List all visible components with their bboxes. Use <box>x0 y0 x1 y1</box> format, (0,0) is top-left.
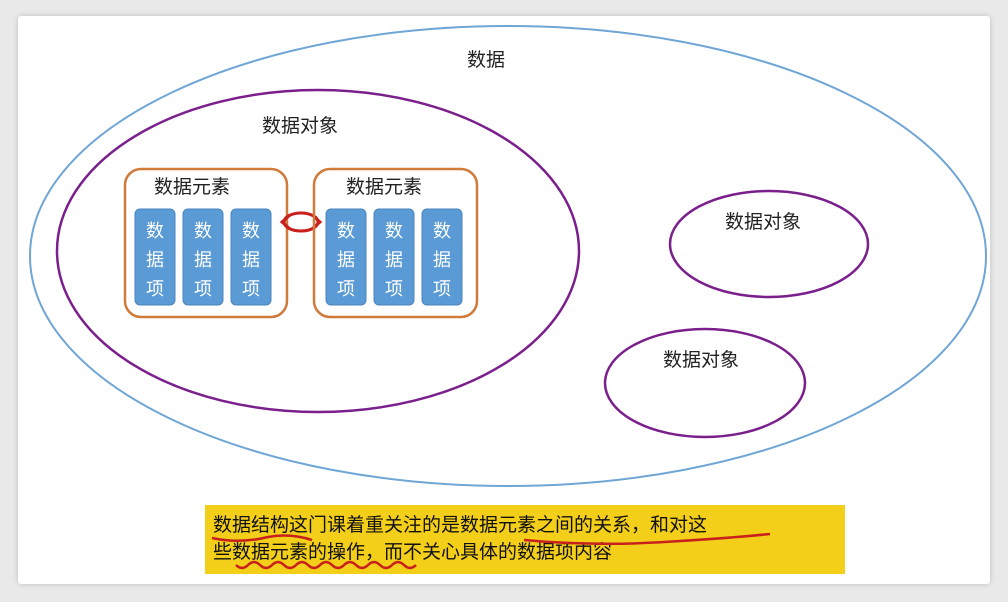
data-hierarchy-diagram: 数据 数据对象 数据元素 数 据 项 数 据 项 数 据 项 <box>29 25 987 487</box>
data-item-text: 项 <box>385 279 403 300</box>
data-item-text: 据 <box>433 250 451 271</box>
data-item-text: 数 <box>337 221 355 242</box>
data-item-text: 数 <box>433 221 451 242</box>
data-object-ellipse-right <box>668 189 870 299</box>
slide-frame: 数据 数据对象 数据元素 数 据 项 数 据 项 数 据 项 <box>18 16 990 584</box>
note-text-2: 这门课着重关注的是 <box>289 514 461 536</box>
data-object-ellipse-lower <box>603 327 807 439</box>
note-text-7: ，而不关心具体的数据项内容 <box>365 541 613 563</box>
data-item-text: 据 <box>337 250 355 271</box>
note-text-3: 数据元素之间的关系 <box>460 514 632 536</box>
data-element-right: 数据元素 数 据 项 数 据 项 数 据 项 <box>312 167 479 319</box>
data-object-label-right: 数据对象 <box>725 211 801 233</box>
data-item-text: 项 <box>433 279 451 300</box>
data-item-text: 项 <box>337 279 355 300</box>
data-item-text: 据 <box>194 250 212 271</box>
data-item-text: 数 <box>385 221 403 242</box>
data-item-text: 项 <box>146 279 164 300</box>
data-item-text: 据 <box>242 250 260 271</box>
data-item-text: 据 <box>385 250 403 271</box>
data-item-text: 数 <box>146 221 164 242</box>
note-text-1: 数据结构 <box>213 514 290 536</box>
data-item-text: 项 <box>194 279 212 300</box>
data-element-label: 数据元素 <box>346 176 422 198</box>
note-text-6: 数据元素的操作 <box>232 541 366 563</box>
data-object-label-lower: 数据对象 <box>663 349 739 371</box>
data-item-text: 数 <box>242 221 260 242</box>
data-item-text: 据 <box>146 250 164 271</box>
data-object-label-main: 数据对象 <box>262 115 338 137</box>
data-label: 数据 <box>467 49 505 71</box>
highlight-note: 数据结构这门课着重关注的是数据元素之间的关系，和对这 些数据元素的操作，而不关心… <box>205 505 845 574</box>
data-object-ellipse-main <box>55 88 581 414</box>
data-element-label: 数据元素 <box>154 176 230 198</box>
data-item-text: 项 <box>242 279 260 300</box>
data-item-text: 数 <box>194 221 212 242</box>
data-ellipse <box>29 25 987 487</box>
data-element-left: 数据元素 数 据 项 数 据 项 数 据 项 <box>123 167 289 319</box>
note-text-4: ，和对这 <box>631 514 708 536</box>
note-text-5: 些 <box>213 541 233 563</box>
